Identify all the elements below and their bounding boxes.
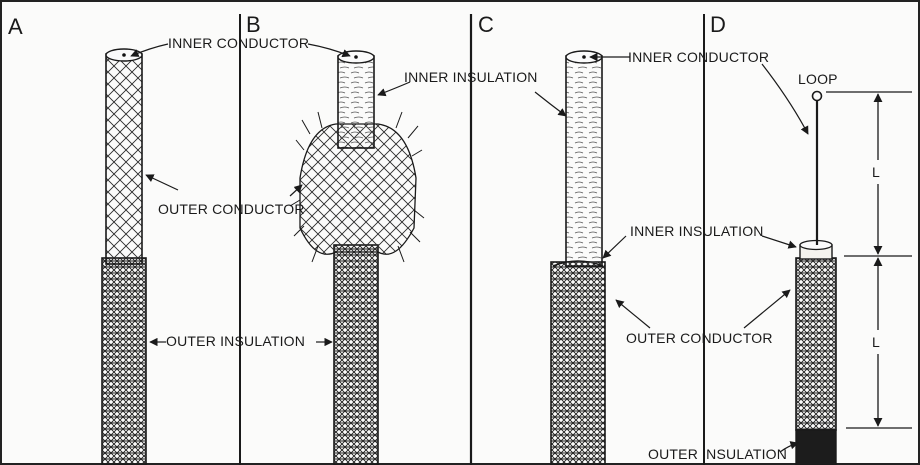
- label-outer-insulation-d: OUTER INSULATION: [648, 446, 787, 462]
- loop-d: [813, 92, 822, 101]
- inner-conductor-dot-b: [354, 55, 358, 59]
- inner-insulation-c: [566, 56, 602, 266]
- arrow-outer-conductor-d: [744, 290, 790, 328]
- arrow-outer-conductor-a: [146, 175, 178, 190]
- label-outer-conductor-a: OUTER CONDUCTOR: [158, 201, 305, 217]
- cable-d: [796, 92, 836, 465]
- label-inner-conductor-a: INNER CONDUCTOR: [168, 35, 309, 51]
- label-inner-conductor-c: INNER CONDUCTOR: [628, 49, 769, 65]
- inner-conductor-dot-c: [582, 55, 586, 59]
- panel-label-b: B: [246, 12, 261, 37]
- outer-conductor-c: [551, 262, 605, 465]
- outer-insulation-d: [796, 430, 836, 465]
- arrow-inner-insulation-c: [535, 92, 566, 116]
- arrow-inner-insulation-d: [762, 236, 796, 247]
- cable-a: [102, 49, 146, 465]
- label-outer-insulation-a: OUTER INSULATION: [166, 333, 305, 349]
- cable-c: [551, 51, 605, 465]
- panel-label-d: D: [710, 12, 726, 37]
- outer-insulation-b: [334, 245, 378, 465]
- label-length-lower: L: [872, 334, 880, 350]
- label-inner-insulation-b: INNER INSULATION: [404, 69, 538, 85]
- outer-conductor-d: [796, 258, 836, 430]
- cable-b: [290, 51, 424, 465]
- inner-insulation-b: [338, 56, 374, 148]
- label-length-upper: L: [872, 164, 880, 180]
- panel-label-a: A: [8, 14, 23, 39]
- label-loop-d: LOOP: [798, 71, 838, 87]
- dimension-markers: [826, 92, 912, 428]
- outer-conductor-a: [106, 54, 142, 264]
- leader-arrows: [131, 44, 808, 452]
- inner-conductor-dot-a: [122, 53, 126, 57]
- arrow-inner-conductor-b: [308, 44, 350, 56]
- arrow-inner-insulation-c2: [603, 236, 626, 258]
- label-outer-conductor-c: OUTER CONDUCTOR: [626, 330, 773, 346]
- label-inner-insulation-c: INNER INSULATION: [630, 223, 764, 239]
- arrow-outer-conductor-c: [616, 300, 650, 328]
- panel-label-c: C: [478, 12, 494, 37]
- outer-insulation-a: [102, 258, 146, 465]
